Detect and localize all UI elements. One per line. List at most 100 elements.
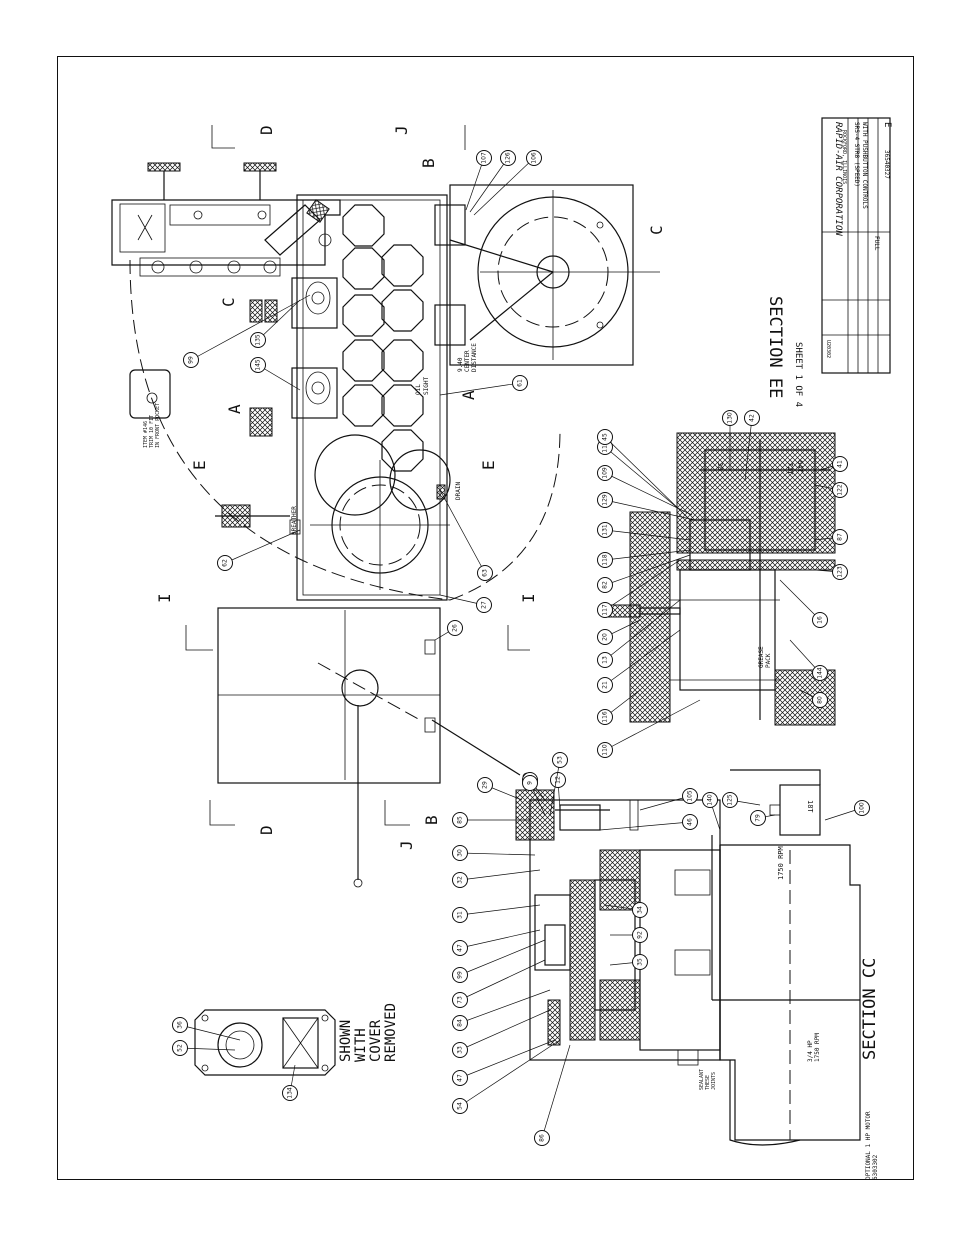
balloon-circle [597,522,613,538]
balloon-item: 92 [610,927,648,943]
balloon-item: 117 [597,559,681,618]
company-name: RAPID-AIR CORPORATION [833,122,843,236]
plane-i-2: I [519,593,538,603]
balloon-circle [282,1085,298,1101]
balloon-leader [459,1039,556,1079]
balloon-number: 61 [517,379,524,387]
balloon-item: 31 [452,904,541,923]
balloon-number: 41 [837,460,844,468]
balloon-item: 27 [439,594,492,613]
plane-e-2: E [479,460,498,470]
balloon-leader [439,382,521,396]
balloon-number: 12 [555,776,562,784]
revision-letter: E [882,122,892,127]
balloon-number: 126 [505,152,512,164]
balloon-item: 62 [217,529,301,571]
balloon-leader [604,699,701,751]
balloon-circle [597,465,613,481]
balloon-circle [832,456,848,472]
balloon-leader [604,436,691,521]
balloon-item: 52 [172,1040,236,1056]
balloon-item: 73 [452,959,546,1008]
balloon-number: 47 [457,1074,464,1082]
balloon-number: 16 [817,616,824,624]
balloon-circle [476,150,492,166]
balloon-leader [604,499,696,521]
balloon-number: 32 [457,876,464,884]
balloon-number: 84 [457,1019,464,1027]
balloon-item: 9 [522,775,546,816]
balloon-leader [459,1009,551,1051]
balloon-item: 84 [452,989,551,1031]
title-block: RAPID-AIR CORPORATION ROCKFORD, ILLINOIS… [765,117,892,407]
balloon-leader [439,489,486,574]
motor-hp-1: 3/4 HP [807,1040,814,1062]
balloon-number: 118 [602,554,609,566]
balloon-circle [597,429,613,445]
balloon-leader [604,472,693,516]
balloon-leader [604,529,691,541]
balloon-number: 106 [531,152,538,164]
balloon-item: 63 [439,489,493,581]
balloon-leader [459,852,536,856]
balloon-item: 53 [549,752,568,816]
balloon-item: 21 [597,629,681,693]
balloon-leader [639,795,691,811]
balloon-number: 35 [637,958,644,966]
balloon-circle [722,410,738,426]
balloon-number: 100 [859,802,866,814]
balloon-number: 105 [687,790,694,802]
balloon-leader [473,157,535,216]
balloon-number: 107 [481,152,488,164]
balloon-circle [452,940,468,956]
breather-label: BREATHER [291,506,298,535]
balloon-number: 33 [457,1046,464,1054]
balloon-number: 63 [482,569,489,577]
balloon-circle [682,814,698,830]
balloon-circle [447,620,463,636]
balloon-number: 45 [602,433,609,441]
balloon-circle [172,1040,188,1056]
balloon-number: 82 [602,581,609,589]
balloon-leader [224,529,301,564]
balloon-circle [452,1098,468,1114]
balloon-circle [832,564,848,580]
plane-j-2: J [397,840,416,850]
balloon-leader [459,1039,561,1107]
balloon-number: 62 [222,559,229,567]
balloon-item: 82 [597,554,691,593]
section-cc-view: 18T 1750 RPM 3/4 HP 1750 RPM OPTIONAL 1 … [515,769,880,1180]
balloon-circle [452,992,468,1008]
balloon-circle [522,775,538,791]
plane-c-1: C [219,297,238,307]
balloon-leader [599,821,691,831]
scale-value: FULL [873,236,880,251]
balloon-number: 46 [687,818,694,826]
balloon-item: 86 [534,1044,571,1146]
balloon-item: 35 [609,954,648,970]
balloon-number: 31 [457,911,464,919]
balloon-leader [604,446,681,511]
balloon-circle [750,810,766,826]
cover-note-3: COVER [368,1019,384,1062]
plane-d-1: D [257,125,276,135]
balloon-number: 99 [457,971,464,979]
balloon-circle [250,332,266,348]
balloon-item: 105 [639,788,698,811]
center-dist-3: DISTANCE [471,343,478,372]
balloon-circle [477,777,493,793]
cover-note-4: REMOVED [383,1003,399,1062]
balloon-number: 110 [602,744,609,756]
balloon-item: 106 [473,150,542,216]
balloon-circle [812,665,828,681]
plane-a-2: A [459,390,478,400]
balloon-item: 126 [469,150,516,213]
balloon-number: 47 [457,944,464,952]
balloon-circle [217,555,233,571]
plane-e-1: E [190,460,209,470]
gear-label-72t: 72T [786,462,794,475]
balloon-circle [722,792,738,808]
dwg-code: U20302 [825,340,831,358]
balloon-item: 61 [439,375,528,396]
balloon-leader [459,904,541,916]
